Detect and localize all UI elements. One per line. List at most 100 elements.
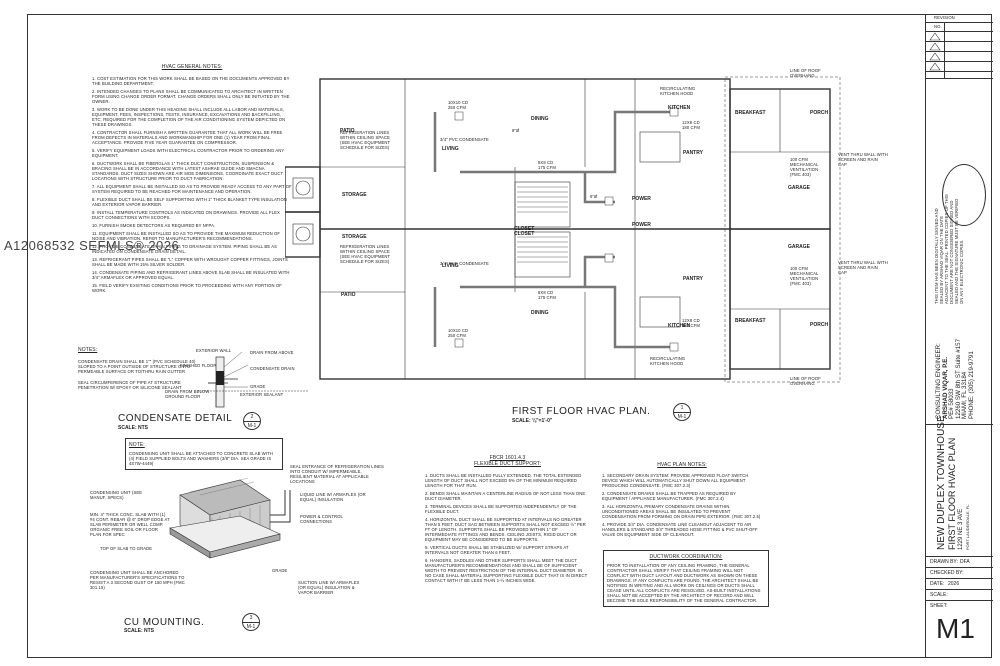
label-drain-above: DRAIN FROM ABOVE	[250, 350, 294, 355]
hvac-general-note-11: 11. EQUIPMENT SHALL BE INSTALLED SO AS T…	[92, 231, 281, 241]
engineer-seal	[942, 164, 986, 226]
label-condensate-drain: CONDENSATE DRAIN	[250, 366, 295, 371]
room-label-patio-unit-a: PATIO	[340, 128, 355, 134]
hvac-general-note-13: 13. REFRIGERANT PIPES SHALL BE "L" COPPE…	[92, 257, 288, 267]
plan-annotation-cd4: 12X8 CD 180 CFM	[682, 318, 700, 328]
engineer-phone: PHONE: (305) 219-9791	[967, 351, 975, 419]
cu-mounting-sheet: M-1	[246, 624, 256, 630]
cu-label-power: POWER & CONTROL CONNECTIONS	[300, 514, 343, 524]
flex-duct-subheading: FLEXIBLE DUCT SUPPORT:	[473, 461, 542, 467]
room-label-patio-unit-b: PATIO	[341, 292, 356, 298]
project-name: NEW DUPLEX TOWNHOUSE	[936, 415, 947, 550]
revision-table: NO.	[926, 22, 993, 78]
cu-label-seal: SEAL ENTRANCE OF REFRIGERATION LINES INT…	[290, 464, 384, 484]
room-label-garage-unit-a: GARAGE	[788, 185, 810, 191]
room-label-porch-unit-b: PORCH	[810, 322, 829, 328]
cu-note-heading: NOTE:	[129, 442, 145, 448]
project-city: FORT LAUDERDALE, FL	[965, 504, 970, 550]
plan-annotation-mechvent-top: 100 CFM MECHANICAL VENTILATION (FMC 403)	[790, 157, 819, 177]
plan-num: 1	[674, 404, 690, 413]
flex-duct-note-5: 5. VERTICAL DUCTS SHALL BE STABILIZED W/…	[425, 545, 569, 555]
hvac-plan-notes: HVAC PLAN NOTES: 1. SECONDARY DRAIN SYST…	[602, 462, 762, 540]
condensate-detail-callout: 2 M-1	[243, 412, 261, 430]
flex-duct-support-notes: FBCR 1601.4.3 FLEXIBLE DUCT SUPPORT: 1. …	[425, 455, 590, 586]
cu-mounting-drawing	[169, 477, 291, 559]
checked-by-label: CHECKED BY:	[930, 570, 964, 576]
hvac-general-notes: HVAC GENERAL NOTES: 1. COST ESTIMATION F…	[92, 64, 292, 296]
condensate-detail-scale: SCALE: NTS	[118, 425, 148, 431]
label-drain-below: DRAIN FROM BELOW GROUND FLOOR	[165, 389, 210, 399]
first-floor-hvac-plan-drawing	[285, 76, 841, 383]
plan-annotation-cd3: 12X8 CD 180 CFM	[682, 120, 700, 130]
flex-duct-note-4: 4. HORIZONTAL DUCT SHALL BE SUPPORTED AT…	[425, 517, 586, 542]
cu-label-unit: CONDENSING UNIT (SEE MANUF. SPECS)	[90, 490, 143, 500]
flex-duct-note-1: 1. DUCTS SHALL BE INSTALLED FULLY EXTEND…	[425, 473, 582, 488]
condensate-detail-drawing	[198, 351, 308, 408]
cu-note-box: NOTE: CONDENSING UNIT SHALL BE ATTACHED …	[125, 438, 283, 470]
room-label-kitchen-unit-b: KITCHEN	[668, 323, 691, 329]
hvac-plan-notes-heading: HVAC PLAN NOTES:	[657, 462, 707, 468]
hvac-plan-note-1: 1. SECONDARY DRAIN SYSTEM: PROVIDE APPRO…	[602, 473, 749, 488]
room-label-power-unit-a: POWER	[632, 196, 651, 202]
condensate-notes: NOTES: CONDENSATE DRAIN SHALL BE 1"" (PV…	[78, 347, 196, 390]
drawing-sheet-border	[27, 14, 992, 658]
plan-annotation-refrigeration-top: REFRIGERATION LINES WITHIN CEILING SPACE…	[340, 130, 391, 150]
ductwork-text: PRIOR TO INSTALLATION OF ANY CEILING FRA…	[607, 563, 761, 603]
plan-annotation-hood-bottom: RECIRCULATING KITCHEN HOOD	[650, 356, 686, 366]
hvac-general-note-14: 14. CONDENSATE PIPING AND REFRIGERANT LI…	[92, 270, 290, 280]
cu-label-top-slab: TOP OF SLAB TO GRADE	[100, 546, 153, 551]
room-label-breakfast-unit-a: BREAKFAST	[735, 110, 766, 116]
hvac-general-note-9: 9. INSTALL TEMPERATURE CONTROLS AS INDIC…	[92, 210, 280, 220]
revision-no-label: NO.	[934, 24, 942, 29]
flex-duct-note-3: 3. TERMINAL DEVICES SHALL BE SUPPORTED I…	[425, 504, 577, 514]
cu-label-suction: SUCTION LINE W/ ARMAFLEX (OR EQUAL) INSU…	[298, 580, 360, 595]
revision-label: REVISION	[934, 15, 955, 20]
cu-mounting-title: CU MOUNTING.	[124, 617, 205, 628]
cu-mounting-callout: 3 M-1	[242, 613, 260, 631]
room-label-storage-unit-a: STORAGE	[342, 192, 367, 198]
room-label-garage-unit-b: GARAGE	[788, 244, 810, 250]
plan-annotation-vent-top: VENT THRU WALL WITH SCREEN AND RAIN CAP	[838, 152, 888, 167]
condensate-note-2: SEAL CIRCUMFERENCE OF PIPE AT STRUCTURE …	[78, 380, 182, 390]
label-exterior-wall: EXTERIOR WALL	[196, 348, 232, 353]
hvac-general-note-3: 3. WORK TO BE DONE UNDER THIS HEADING SH…	[92, 107, 286, 127]
room-label-living-unit-a: LIVING	[442, 146, 459, 152]
condensate-note-1: CONDENSATE DRAIN SHALL BE 1"" (PVC SCHED…	[78, 359, 196, 374]
cu-label-pad: MIN. 4" THICK CONC. SLAB WITH (1) #4 CON…	[90, 512, 170, 537]
hvac-general-notes-list: 1. COST ESTIMATION FOR THIS WORK SHALL B…	[92, 76, 292, 293]
engineer-info: CONSULTING ENGINEER: ARSHAD VIQAR, P.E. …	[935, 339, 976, 419]
project-address: 1229 NE 3 AVE	[958, 508, 964, 550]
condensate-detail-num: 2	[244, 413, 260, 422]
label-finished-floor: FINISHED FLOOR	[180, 363, 217, 368]
room-label-dining-unit-b: DINING	[531, 310, 549, 316]
plan-annotation-refrigeration-bottom: REFRIGERATION LINES WITHIN CEILING SPACE…	[340, 244, 391, 264]
hvac-plan-note-3: 3. ALL HORIZONTAL PRIMARY CONDENSATE DRA…	[602, 504, 761, 519]
project-info: NEW DUPLEX TOWNHOUSE FIRST FLOOR HVAC PL…	[936, 415, 970, 550]
flex-duct-note-6: 6. HANGERS, SADDLES AND OTHER SUPPORTS S…	[425, 558, 588, 583]
hvac-general-note-5: 5. VERIFY EQUIPMENT LOADS WITH ELECTRICA…	[92, 148, 285, 158]
plan-annotation-hood-top: RECIRCULATING KITCHEN HOOD	[660, 86, 696, 96]
hvac-general-note-7: 7. ALL EQUIPMENT SHALL BE INSTALLED SO A…	[92, 184, 292, 194]
hvac-general-notes-heading: HVAC GENERAL NOTES:	[161, 64, 223, 70]
flex-duct-heading: FBCR 1601.4.3	[489, 455, 526, 461]
plan-annotation-condensate-bottom: 3/4" PVC CONDENSATE	[440, 261, 489, 266]
condensate-notes-heading: NOTES:	[78, 347, 98, 353]
cu-note-text: CONDENSING UNIT SHALL BE ATTACHED TO CON…	[129, 451, 273, 466]
hvac-general-note-10: 10. FURNISH SMOKE DETECTORS AS REQUIRED …	[92, 223, 216, 228]
ductwork-coordination-box: DUCTWORK COORDINATION: PRIOR TO INSTALLA…	[603, 550, 769, 607]
plan-annotation-vent-bottom: VENT THRU WALL WITH SCREEN AND RAIN CAP	[838, 260, 888, 275]
scale-label: SCALE:	[930, 592, 948, 598]
room-label-breakfast-unit-b: BREAKFAST	[735, 318, 766, 324]
cu-mounting-num: 3	[243, 614, 259, 623]
hvac-general-note-12: 12. PROVIDE CONDENSATE DRAIN PIPING TO D…	[92, 244, 278, 254]
room-label-pantry-unit-b: PANTRY	[683, 276, 703, 282]
cu-label-liquid: LIQUID LINE W/ ARMAFLEX (OR EQUAL) INSUL…	[300, 492, 366, 502]
plan-scale: SCALE: ⅛"=1'-0"	[512, 418, 553, 424]
flex-duct-note-2: 2. BENDS SHALL MAINTAIN A CENTERLINE RAD…	[425, 491, 586, 501]
hvac-plan-notes-list: 1. SECONDARY DRAIN SYSTEM: PROVIDE APPRO…	[602, 473, 762, 537]
plan-annotation-overhang-top: LINE OF ROOF OVERHANG	[790, 68, 821, 78]
condensate-detail-title: CONDENSATE DETAIL	[118, 413, 233, 424]
plan-annotation-condensate-top: 3/4" PVC CONDENSATE	[440, 137, 489, 142]
room-label-closet-unit-a: CLOSET	[514, 226, 535, 232]
plan-annotation-overhang-bottom: LINE OF ROOF OVERHANG	[790, 376, 821, 386]
